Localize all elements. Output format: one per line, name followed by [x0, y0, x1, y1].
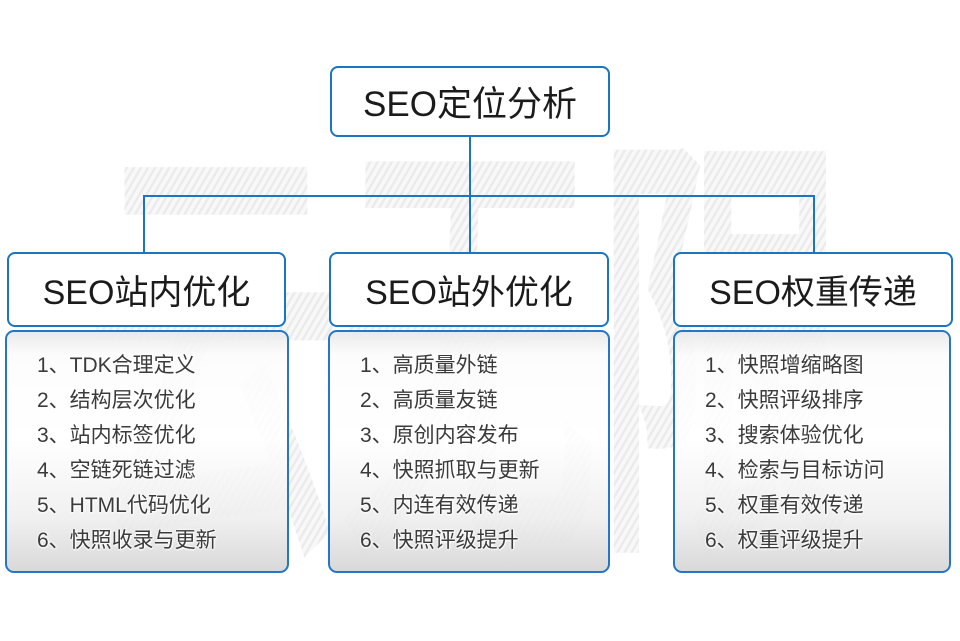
branch-header-offsite: SEO站外优化 — [329, 252, 609, 327]
branch-title: SEO站内优化 — [42, 274, 251, 312]
list-item: 3、搜索体验优化 — [705, 424, 864, 447]
connector-root-down — [469, 137, 471, 196]
connector-horizontal — [143, 195, 815, 197]
branch-panel-offsite: 1、高质量外链 2、高质量友链 3、原创内容发布 4、快照抓取与更新 5、内连有… — [328, 330, 610, 573]
list-item: 6、权重评级提升 — [705, 529, 864, 552]
list-item: 2、高质量友链 — [360, 389, 498, 412]
list-item: 3、原创内容发布 — [360, 424, 519, 447]
root-node-title: SEO定位分析 — [363, 85, 577, 124]
list-item: 3、站内标签优化 — [37, 424, 196, 447]
list-item: 1、TDK合理定义 — [37, 354, 196, 377]
branch-header-weight: SEO权重传递 — [673, 252, 953, 327]
list-item: 1、快照增缩略图 — [705, 354, 864, 377]
branch-title: SEO站外优化 — [365, 274, 573, 312]
list-item: 4、快照抓取与更新 — [360, 459, 540, 482]
list-item: 4、空链死链过滤 — [37, 459, 196, 482]
list-item: 5、HTML代码优化 — [37, 494, 211, 517]
connector-drop-middle — [469, 196, 471, 253]
branch-panel-onsite: 1、TDK合理定义 2、结构层次优化 3、站内标签优化 4、空链死链过滤 5、H… — [5, 330, 289, 573]
root-node: SEO定位分析 — [330, 66, 610, 137]
branch-list: 1、TDK合理定义 2、结构层次优化 3、站内标签优化 4、空链死链过滤 5、H… — [7, 332, 287, 558]
list-item: 6、快照评级提升 — [360, 529, 519, 552]
list-item: 6、快照收录与更新 — [37, 529, 217, 552]
list-item: 5、权重有效传递 — [705, 494, 864, 517]
branch-list: 1、高质量外链 2、高质量友链 3、原创内容发布 4、快照抓取与更新 5、内连有… — [330, 332, 608, 558]
list-item: 4、检索与目标访问 — [705, 459, 885, 482]
list-item: 2、结构层次优化 — [37, 389, 196, 412]
list-item: 2、快照评级排序 — [705, 389, 864, 412]
branch-title: SEO权重传递 — [709, 274, 917, 312]
branch-list: 1、快照增缩略图 2、快照评级排序 3、搜索体验优化 4、检索与目标访问 5、权… — [675, 332, 949, 558]
branch-header-onsite: SEO站内优化 — [7, 252, 286, 327]
branch-panel-weight: 1、快照增缩略图 2、快照评级排序 3、搜索体验优化 4、检索与目标访问 5、权… — [673, 330, 951, 573]
list-item: 1、高质量外链 — [360, 354, 498, 377]
connector-drop-right — [813, 196, 815, 253]
list-item: 5、内连有效传递 — [360, 494, 519, 517]
connector-drop-left — [143, 196, 145, 253]
